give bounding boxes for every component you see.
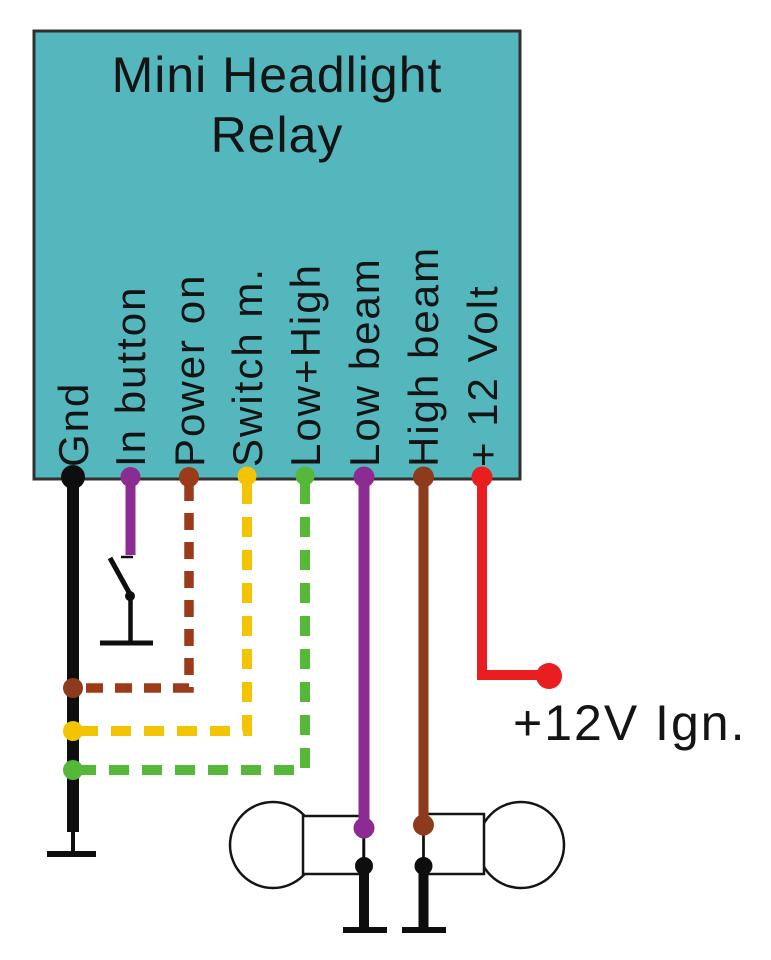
pin-dot-high-beam <box>413 466 434 488</box>
pin-dot-in-button <box>120 467 141 487</box>
switch-pivot-dot <box>125 591 135 601</box>
pin-label-low-high: Low+High <box>282 263 329 467</box>
pin-dot-switch-m <box>237 466 257 486</box>
right-bulb-glass <box>476 800 566 890</box>
pin-label-gnd: Gnd <box>50 382 97 467</box>
low-high-junction-dot <box>63 760 83 780</box>
switch-mode-wire <box>81 484 252 736</box>
power-on-wire <box>81 484 194 693</box>
left-bulb-gnd-terminal-dot <box>355 857 373 875</box>
left-bulb-base <box>301 814 365 876</box>
left-bulb-live-terminal-dot <box>353 817 375 839</box>
pin-dot-power-on <box>179 467 199 487</box>
pin-label-power-on: Power on <box>166 274 213 467</box>
power-on-junction-dot <box>63 678 83 698</box>
pin-label-switch-m: Switch m. <box>224 267 271 467</box>
switch-mode-junction-dot <box>63 721 83 741</box>
relay-title-line1: Mini Headlight <box>112 47 443 103</box>
plus12-end-dot <box>536 663 562 689</box>
plus12-wire <box>477 478 548 680</box>
pin-label-high-beam: High beam <box>400 246 447 467</box>
pin-label-in-button: In button <box>107 286 154 467</box>
pin-dot-12volt <box>471 466 493 488</box>
relay-title-line2: Relay <box>211 107 344 163</box>
right-bulb-gnd-terminal-dot <box>414 857 433 875</box>
relay-box <box>32 29 522 481</box>
pin-dot-low-high <box>295 466 315 486</box>
pin-dot-low-beam <box>353 466 375 488</box>
pin-label-12volt: + 12 Volt <box>459 284 506 467</box>
right-bulb-live-terminal-dot <box>413 814 434 836</box>
pin-dot-gnd <box>61 465 85 489</box>
ignition-annotation: +12V Ign. <box>513 695 746 751</box>
switch-lever <box>107 556 134 598</box>
low-high-wire <box>81 484 310 775</box>
pin-label-low-beam: Low beam <box>341 257 388 467</box>
